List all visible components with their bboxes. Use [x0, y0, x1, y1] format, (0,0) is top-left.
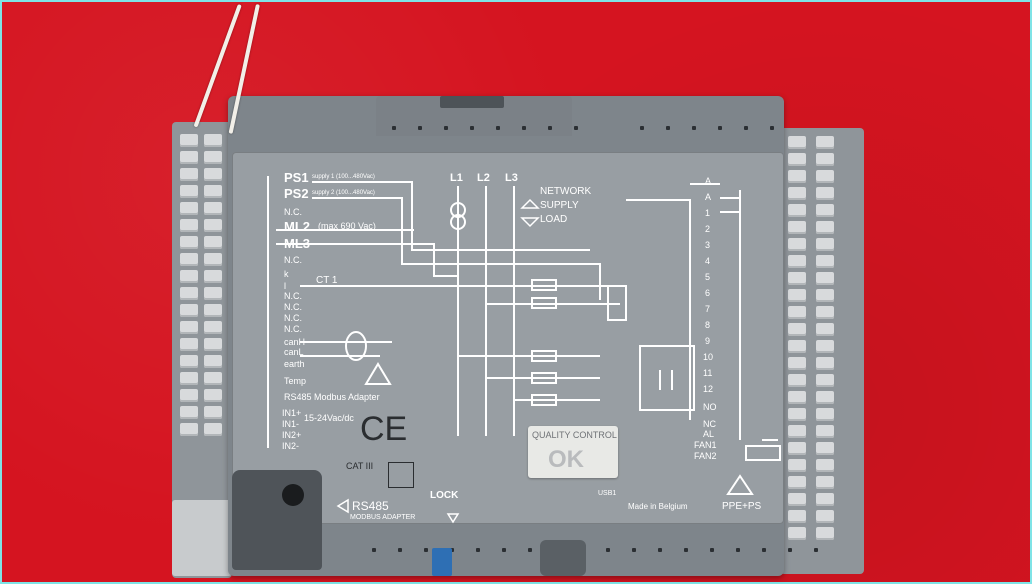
right-label-fan1: FAN1 — [694, 440, 717, 450]
bottom-left-terminal-block — [172, 500, 232, 576]
right-label-12: 12 — [703, 384, 714, 394]
label-earth: earth — [284, 359, 305, 369]
label-nc-1: N.C. — [284, 207, 302, 217]
label-l1: L1 — [450, 172, 463, 184]
label-l: l — [284, 281, 286, 291]
left-terminal-teeth — [180, 134, 198, 436]
right-label-11: 11 — [703, 368, 713, 378]
label-load: LOAD — [540, 214, 568, 225]
label-in2p: IN2+ — [282, 430, 302, 440]
right-label-6: 6 — [705, 288, 711, 298]
vent-dots-top-right — [640, 126, 774, 130]
ce-mark: CE — [360, 410, 408, 448]
right-terminal-teeth — [788, 136, 806, 540]
screw-cap — [540, 540, 586, 576]
label-ml2: ML2 — [284, 219, 310, 234]
label-supply: SUPPLY — [540, 200, 579, 211]
right-label-fan2: FAN2 — [694, 451, 717, 461]
right-label-10: 10 — [703, 352, 714, 362]
label-lock: LOCK — [430, 490, 459, 501]
label-l2: L2 — [477, 172, 490, 184]
label-made-in: Made in Belgium — [628, 502, 688, 511]
top-slot — [440, 96, 504, 108]
label-in1m: IN1- — [282, 419, 300, 429]
printed-faceplate — [232, 152, 784, 524]
label-ps2: PS2 — [284, 186, 309, 201]
right-label-8: 8 — [705, 320, 711, 330]
label-rs485-modbus: RS485 Modbus Adapter — [284, 392, 380, 402]
label-ml3: ML3 — [284, 236, 310, 251]
right-din-rail-base — [780, 128, 864, 574]
vent-dots-top — [392, 126, 578, 130]
label-network: NETWORK — [540, 186, 592, 197]
right-label-nc: NC — [703, 419, 716, 429]
label-in1p: IN1+ — [282, 408, 302, 418]
right-label-7: 7 — [705, 304, 711, 314]
label-l3: L3 — [505, 172, 518, 184]
right-label-5: 5 — [705, 272, 711, 282]
label-nc-3: N.C. — [284, 291, 302, 301]
label-nc-4: N.C. — [284, 302, 302, 312]
rs485-connector-clip[interactable] — [232, 470, 322, 570]
label-usb: USB1 — [598, 490, 617, 497]
label-canl: canL — [284, 347, 304, 357]
label-ps2-supply: supply 2 (100...480Vac) — [312, 190, 375, 196]
label-canh: canH — [284, 337, 306, 347]
right-terminal-teeth-2 — [816, 136, 834, 540]
label-in2m: IN2- — [282, 441, 300, 451]
label-in-voltage: 15-24Vac/dc — [304, 413, 354, 423]
label-modbus-adapter: MODBUS ADAPTER — [350, 514, 416, 521]
right-label-a1: A — [705, 176, 712, 186]
right-label-a2: A — [705, 192, 712, 202]
label-rs485: RS485 — [352, 499, 389, 513]
label-ps1: PS1 — [284, 170, 309, 185]
label-nc-6: N.C. — [284, 324, 302, 334]
left-terminal-teeth-2 — [204, 134, 222, 436]
right-label-3: 3 — [705, 240, 711, 250]
label-temp: Temp — [284, 376, 307, 386]
right-label-no: NO — [703, 402, 717, 412]
right-label-1: 1 — [705, 208, 711, 218]
label-ppe-ps: PPE+PS — [722, 501, 762, 512]
vent-dots-bottom — [372, 548, 818, 552]
label-nc-5: N.C. — [284, 313, 302, 323]
connector-hole — [282, 484, 304, 506]
label-max-voltage: (max 690 Vac) — [318, 221, 376, 231]
label-nc-2: N.C. — [284, 255, 302, 265]
label-cat-iii: CAT III — [346, 461, 374, 471]
right-label-9: 9 — [705, 336, 711, 346]
qc-ok: OK — [548, 446, 584, 473]
quality-control-sticker: QUALITY CONTROL OK — [528, 426, 618, 478]
double-insulation-icon — [388, 462, 414, 488]
label-ps1-supply: supply 1 (100...480Vac) — [312, 174, 375, 180]
label-k: k — [284, 269, 289, 279]
right-label-al: AL — [703, 429, 715, 439]
blue-release-tab[interactable] — [432, 548, 452, 576]
qc-title: QUALITY CONTROL — [532, 430, 617, 440]
right-label-4: 4 — [705, 256, 711, 266]
right-label-2: 2 — [705, 224, 711, 234]
label-ct1: CT 1 — [316, 275, 338, 286]
